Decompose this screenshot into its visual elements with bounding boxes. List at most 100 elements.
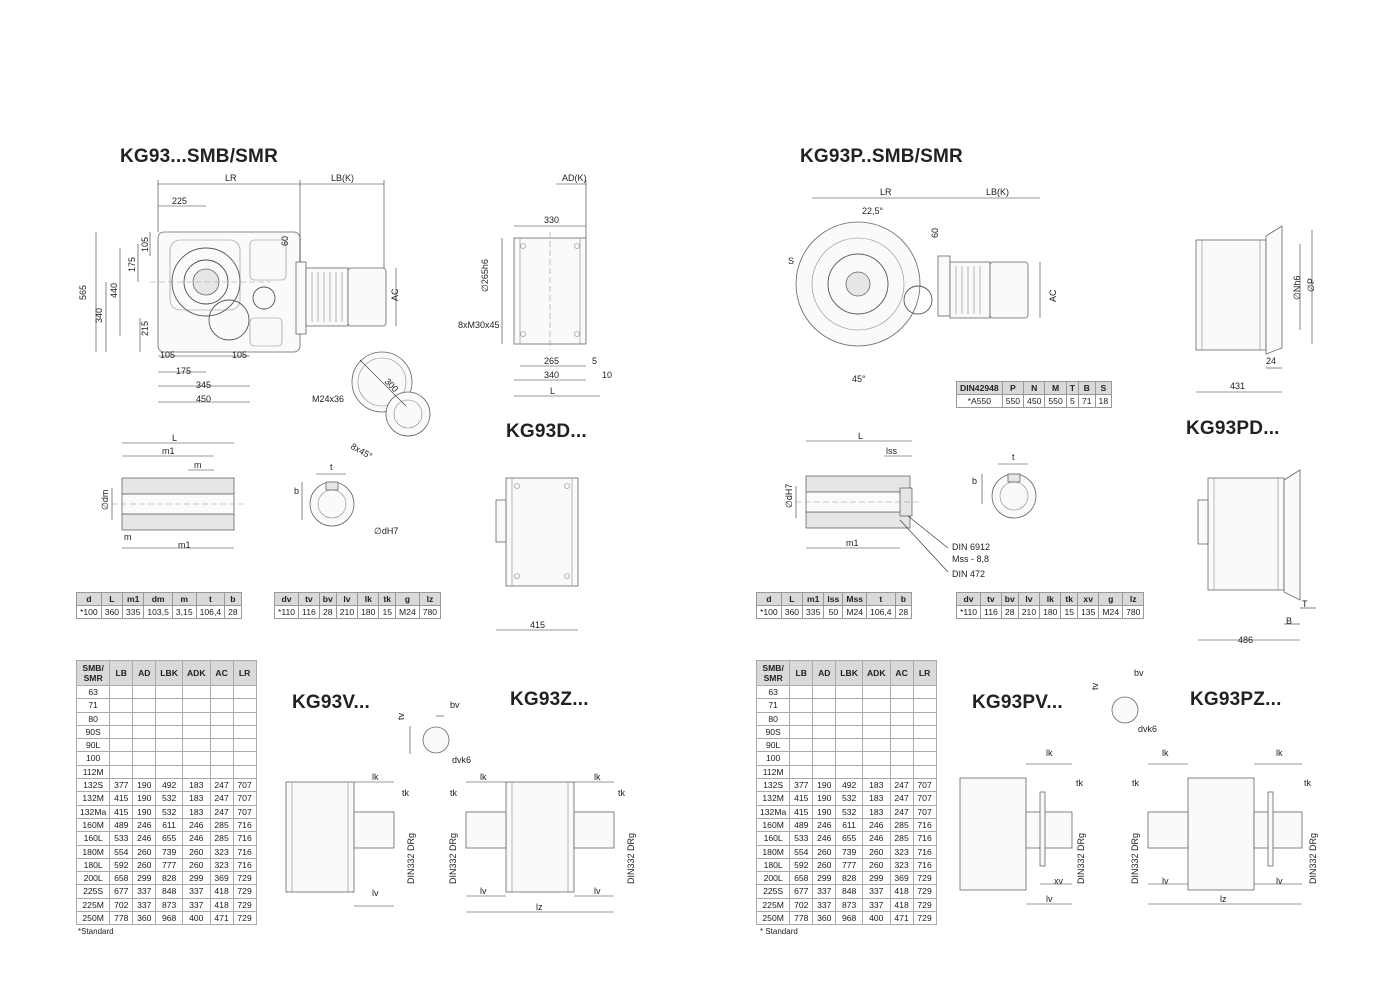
- title-kg93pz: KG93PZ...: [1190, 689, 1282, 710]
- table-cell: 716: [912, 831, 937, 846]
- table-cell: 337: [132, 884, 157, 899]
- table-cell: [181, 698, 211, 713]
- header-cell: LB: [789, 660, 814, 686]
- table-cell: 532: [835, 791, 863, 806]
- header-cell: N: [1023, 381, 1046, 395]
- table-cell: 658: [109, 871, 134, 886]
- table-cell: 116: [980, 605, 1002, 619]
- table-row: 71: [75, 698, 257, 713]
- motor-size-cell: 100: [75, 751, 111, 766]
- title-kg93p-smb: KG93P..SMB/SMR: [800, 146, 963, 167]
- table-cell: 247: [209, 778, 234, 793]
- table-cell: 707: [232, 804, 257, 819]
- table-cell: 299: [132, 871, 157, 886]
- table-cell: 415: [789, 791, 814, 806]
- table-cell: 246: [132, 831, 157, 846]
- motor-size-cell: 90L: [75, 738, 111, 753]
- table-cell: 415: [789, 804, 814, 819]
- header-cell: AD: [132, 660, 157, 686]
- table-cell: *110: [955, 605, 982, 619]
- svg-text:DIN332 DRg: DIN332 DRg: [406, 833, 416, 884]
- table-cell: 337: [861, 897, 891, 913]
- title-kg93pv: KG93PV...: [972, 692, 1063, 713]
- table-cell: 260: [861, 857, 891, 873]
- table-cell: 716: [912, 817, 937, 833]
- table-cell: 707: [912, 778, 937, 793]
- header-cell: m1: [122, 592, 145, 606]
- table-cell: [889, 698, 914, 713]
- table-cell: [889, 684, 914, 700]
- table-cell: 677: [789, 884, 814, 899]
- table-cell: 716: [232, 817, 257, 833]
- table-cell: 729: [232, 911, 257, 926]
- header-cell: m1: [802, 592, 825, 606]
- table-cell: [181, 711, 211, 726]
- motor-size-cell: 180L: [75, 857, 111, 873]
- title-kg93pd: KG93PD...: [1186, 418, 1280, 439]
- table-cell: [155, 764, 183, 780]
- svg-text:330: 330: [544, 215, 559, 225]
- table-cell: [132, 698, 157, 713]
- svg-text:10: 10: [602, 370, 612, 380]
- svg-text:T: T: [1302, 599, 1308, 609]
- table-cell: 828: [155, 871, 183, 886]
- table-cell: 592: [789, 857, 814, 873]
- table-cell: 716: [912, 844, 937, 859]
- table-cell: 729: [912, 884, 937, 899]
- table-cell: [861, 764, 891, 780]
- table-cell: 471: [209, 911, 234, 926]
- table-cell: 533: [789, 831, 814, 846]
- table-cell: 729: [232, 871, 257, 886]
- motor-size-cell: 250M: [755, 911, 791, 926]
- header-cell: SMB/ SMR: [75, 660, 111, 686]
- kg93v-view: bv tv dvk6 lk tk lv DIN332 DRg: [285, 700, 471, 907]
- table-cell: [209, 724, 234, 740]
- motor-size-cell: 160L: [75, 831, 111, 846]
- svg-text:5: 5: [592, 356, 597, 366]
- header-cell: LBK: [835, 660, 863, 686]
- table-cell: [232, 724, 257, 740]
- table-cell: 190: [812, 778, 837, 793]
- table-cell: [812, 738, 837, 753]
- header-cell: dm: [143, 592, 173, 606]
- motor-size-cell: 100: [755, 751, 791, 766]
- table-cell: 335: [122, 605, 145, 619]
- svg-text:DIN332 DRg: DIN332 DRg: [448, 833, 458, 884]
- motor-size-cell: 80: [75, 711, 111, 726]
- motor-size-cell: 180L: [755, 857, 791, 873]
- table-cell: 415: [109, 804, 134, 819]
- header-cell: ADK: [181, 660, 211, 686]
- table-cell: 655: [155, 831, 183, 846]
- svg-text:340: 340: [544, 370, 559, 380]
- table-cell: 532: [155, 804, 183, 819]
- table-cell: 299: [861, 871, 891, 886]
- table-cell: 180: [357, 605, 380, 619]
- table-cell: [789, 684, 814, 700]
- table-cell: [209, 764, 234, 780]
- table-cell: 739: [835, 844, 863, 859]
- svg-text:LB(K): LB(K): [986, 187, 1009, 197]
- header-cell: AD: [812, 660, 837, 686]
- table-cell: 450: [1023, 394, 1046, 408]
- svg-text:lz: lz: [536, 902, 543, 912]
- table-cell: 778: [789, 911, 814, 926]
- table-cell: [132, 764, 157, 780]
- svg-text:LB(K): LB(K): [331, 173, 354, 183]
- kg93d-view: 415: [495, 477, 579, 631]
- table-cell: [232, 711, 257, 726]
- table-cell: [109, 764, 134, 780]
- svg-text:t: t: [1012, 452, 1015, 462]
- table-cell: [861, 684, 891, 700]
- svg-text:m: m: [124, 532, 132, 542]
- motor-size-cell: 132S: [75, 778, 111, 793]
